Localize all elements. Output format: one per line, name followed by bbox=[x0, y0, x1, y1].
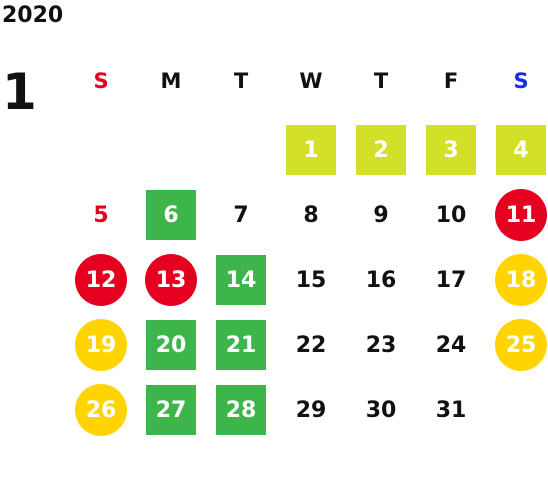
weekday-header: S bbox=[93, 69, 109, 93]
day-3[interactable]: 3 bbox=[426, 125, 476, 175]
day-15[interactable]: 15 bbox=[295, 267, 327, 293]
weekday-header: M bbox=[160, 69, 182, 93]
day-1[interactable]: 1 bbox=[286, 125, 336, 175]
day-23[interactable]: 23 bbox=[365, 332, 397, 358]
day-2[interactable]: 2 bbox=[356, 125, 406, 175]
day-16[interactable]: 16 bbox=[365, 267, 397, 293]
day-13[interactable]: 13 bbox=[145, 254, 197, 306]
weekday-header: T bbox=[233, 69, 249, 93]
day-18[interactable]: 18 bbox=[495, 254, 547, 306]
weekday-header: F bbox=[443, 69, 459, 93]
day-7[interactable]: 7 bbox=[233, 202, 249, 228]
day-24[interactable]: 24 bbox=[435, 332, 467, 358]
weekday-header: W bbox=[299, 69, 323, 93]
weekday-header: T bbox=[373, 69, 389, 93]
day-27[interactable]: 27 bbox=[146, 385, 196, 435]
day-21[interactable]: 21 bbox=[216, 320, 266, 370]
weekday-header: S bbox=[513, 69, 529, 93]
day-29[interactable]: 29 bbox=[295, 397, 327, 423]
day-14[interactable]: 14 bbox=[216, 255, 266, 305]
day-5[interactable]: 5 bbox=[93, 202, 109, 228]
day-6[interactable]: 6 bbox=[146, 190, 196, 240]
day-10[interactable]: 10 bbox=[435, 202, 467, 228]
day-25[interactable]: 25 bbox=[495, 319, 547, 371]
day-30[interactable]: 30 bbox=[365, 397, 397, 423]
month-number: 1 bbox=[2, 63, 37, 121]
day-17[interactable]: 17 bbox=[435, 267, 467, 293]
year-label: 2020 bbox=[2, 3, 64, 28]
day-22[interactable]: 22 bbox=[295, 332, 327, 358]
day-19[interactable]: 19 bbox=[75, 319, 127, 371]
day-31[interactable]: 31 bbox=[435, 397, 467, 423]
day-28[interactable]: 28 bbox=[216, 385, 266, 435]
day-12[interactable]: 12 bbox=[75, 254, 127, 306]
day-4[interactable]: 4 bbox=[496, 125, 546, 175]
day-20[interactable]: 20 bbox=[146, 320, 196, 370]
day-8[interactable]: 8 bbox=[303, 202, 319, 228]
day-11[interactable]: 11 bbox=[495, 189, 547, 241]
day-26[interactable]: 26 bbox=[75, 384, 127, 436]
day-9[interactable]: 9 bbox=[373, 202, 389, 228]
